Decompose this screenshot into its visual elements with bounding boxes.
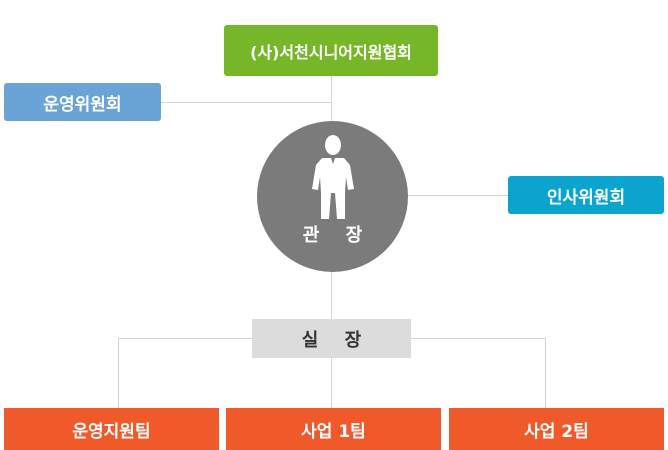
- connector-right-committee: [408, 195, 508, 196]
- manager-box: 실 장: [252, 319, 411, 358]
- connector-branch-left-h: [118, 338, 252, 339]
- director-label: 관 장: [302, 225, 373, 246]
- top-org-box: (사)서천시니어지원협회: [224, 25, 438, 76]
- connector-left-committee: [161, 102, 332, 103]
- committee-right-box: 인사위원회: [508, 176, 664, 214]
- person-icon: [312, 135, 354, 219]
- director-node: 관 장: [257, 121, 408, 272]
- connector-branch-center-v: [331, 358, 332, 408]
- team-box-business-2: 사업 2팀: [449, 408, 664, 450]
- connector-branch-left-v: [118, 338, 119, 408]
- connector-branch-right-v: [545, 338, 546, 408]
- connector-director-manager: [331, 272, 332, 319]
- committee-left-box: 운영위원회: [4, 83, 161, 121]
- team-box-operations: 운영지원팀: [4, 408, 219, 450]
- connector-branch-right-h: [411, 338, 545, 339]
- team-box-business-1: 사업 1팀: [226, 408, 441, 450]
- connector-top-vertical: [331, 76, 332, 121]
